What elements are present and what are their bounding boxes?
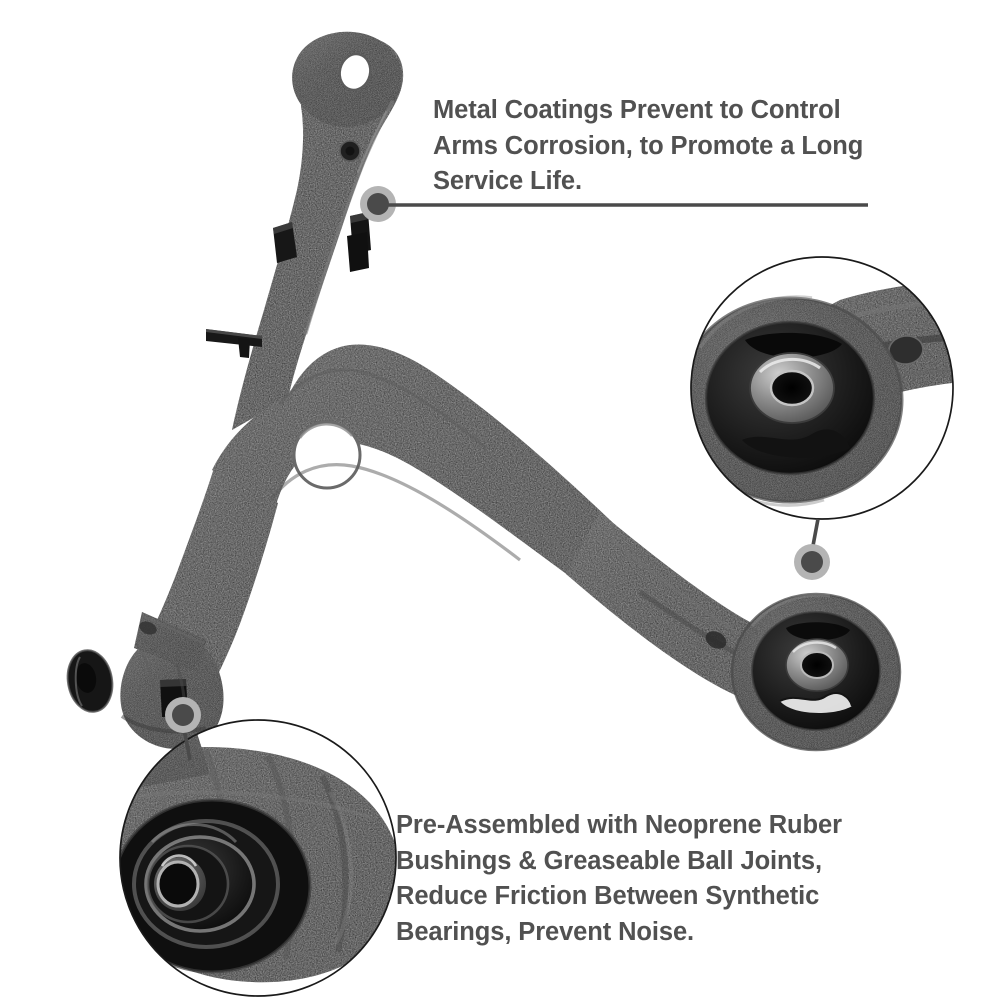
web-hole — [294, 422, 360, 488]
control-arm-part — [66, 31, 902, 752]
callout-marker-ball-joint[interactable] — [165, 697, 201, 733]
rear-bushing — [730, 592, 902, 752]
detail-circle-rear-bushing — [690, 256, 954, 552]
callout-marker-top[interactable] — [360, 186, 396, 222]
detail-circle-outline-bottom — [119, 719, 397, 997]
detail-circle-outline-top — [690, 256, 954, 520]
bracket-tab-right-2 — [347, 232, 369, 272]
detail-circle-ball-joint — [119, 719, 397, 997]
upper-bolt-hole — [339, 54, 371, 90]
callout-text-pre-assembled: Pre-Assembled with Neoprene Ruber Bushin… — [396, 811, 842, 946]
callout-marker-rear-bushing[interactable] — [794, 544, 830, 580]
alignment-pin — [206, 329, 262, 358]
callout-text-metal-coatings: Metal Coatings Prevent to Control Arms C… — [433, 96, 864, 195]
